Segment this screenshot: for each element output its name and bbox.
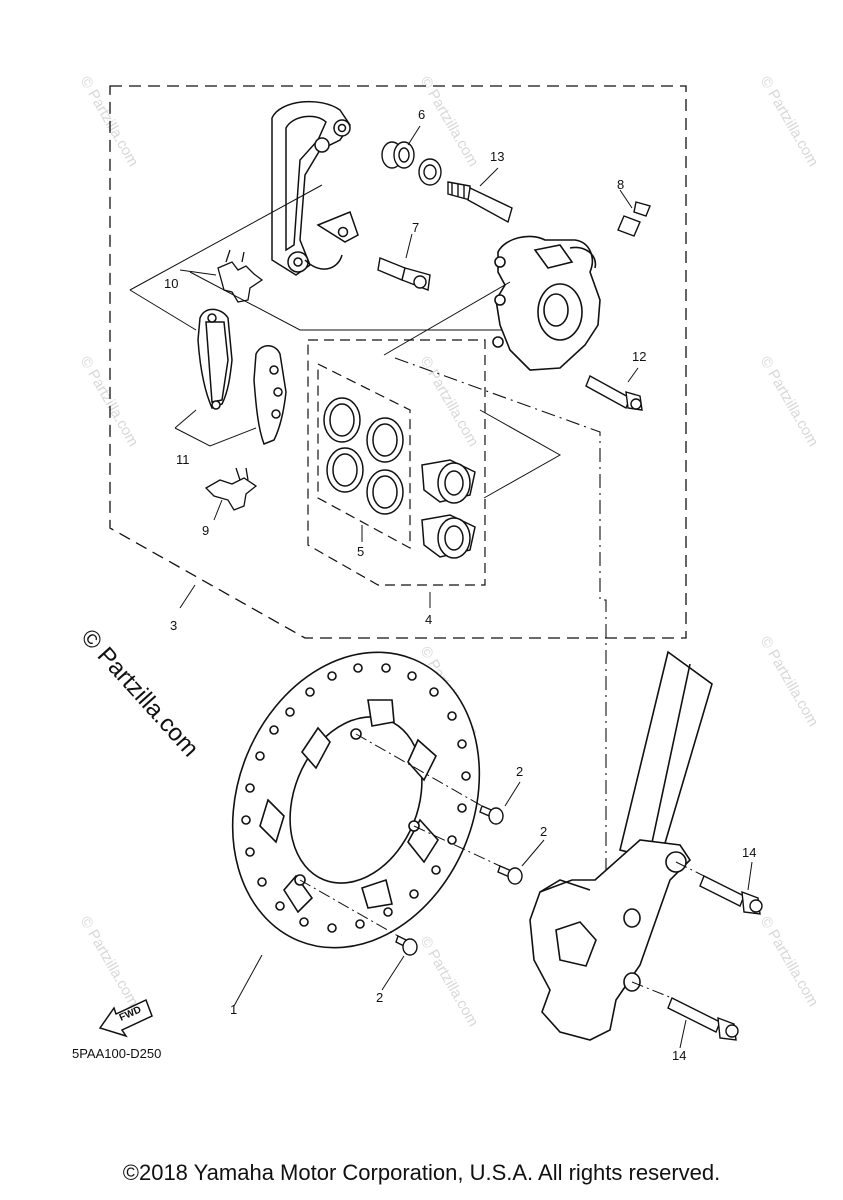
- pad-spring-part-10: [217, 249, 264, 303]
- callout-2: 2: [540, 824, 547, 839]
- callout-1: 1: [230, 1002, 237, 1017]
- disc-bolts-part-2: [395, 805, 523, 956]
- callout-8: 8: [617, 177, 624, 192]
- caliper-bracket: [271, 100, 359, 276]
- pistons: [421, 459, 476, 559]
- callout-2: 2: [376, 990, 383, 1005]
- brake-disc-part-1: [231, 651, 481, 949]
- callout-7: 7: [412, 220, 419, 235]
- watermark-small: © Partzilla.com: [77, 74, 142, 170]
- callout-6: 6: [418, 107, 425, 122]
- callout-9: 9: [202, 523, 209, 538]
- watermark-small: © Partzilla.com: [757, 914, 822, 1010]
- front-fork: [529, 650, 713, 1041]
- watermark-small: © Partzilla.com: [77, 354, 142, 450]
- caliper-seal-kit-outline: [307, 339, 486, 586]
- caliper-body: [492, 235, 601, 371]
- copyright-notice: ©2018 Yamaha Motor Corporation, U.S.A. A…: [122, 1160, 721, 1185]
- leader-lines: [129, 125, 639, 609]
- fork-bolt-callout-leaders: [679, 861, 753, 1049]
- fork-bolts-part-14: [667, 875, 763, 1041]
- watermark-small: © Partzilla.com: [417, 74, 482, 170]
- boot-part-6: [381, 141, 415, 169]
- callout-numbers: 1 2 2 2 3 4 5 6 7 8 9 10 11 12 13 14 14: [164, 107, 756, 1063]
- callout-5: 5: [357, 544, 364, 559]
- callout-4: 4: [425, 612, 432, 627]
- caliper-assembly-outline: [109, 85, 687, 639]
- bolt-part-12: [585, 375, 643, 411]
- callout-3: 3: [170, 618, 177, 633]
- disc-bolt-leaders: [299, 733, 501, 937]
- callout-11: 11: [176, 452, 190, 467]
- watermark-small: © Partzilla.com: [417, 934, 482, 1030]
- callout-10: 10: [164, 276, 178, 291]
- pad-support-part-9: [204, 467, 258, 511]
- callout-2: 2: [516, 764, 523, 779]
- watermark-small: © Partzilla.com: [77, 914, 142, 1010]
- watermark-small: © Partzilla.com: [417, 354, 482, 450]
- pin-part-7: [377, 257, 431, 291]
- bleed-screw-part-8: [617, 201, 651, 237]
- brake-pads-part-11: [197, 308, 287, 445]
- mounting-line: [394, 357, 607, 1000]
- callout-13: 13: [490, 149, 504, 164]
- watermark-large: © Partzilla.com: [76, 624, 204, 762]
- callout-12: 12: [632, 349, 646, 364]
- callout-14: 14: [672, 1048, 686, 1063]
- pin-part-13: [447, 181, 513, 224]
- ring: [418, 158, 442, 186]
- watermark-small: © Partzilla.com: [757, 634, 822, 730]
- piston-seals-part-5: [323, 397, 404, 515]
- disc-bolt-callout-leaders: [233, 781, 545, 1007]
- piston-seal-kit-outline: [317, 363, 411, 550]
- watermark-small: © Partzilla.com: [757, 354, 822, 450]
- watermark-small: © Partzilla.com: [757, 74, 822, 170]
- fork-bolt-leaders: [631, 861, 705, 999]
- callout-14: 14: [742, 845, 756, 860]
- diagram-code: 5PAA100-D250: [72, 1046, 161, 1061]
